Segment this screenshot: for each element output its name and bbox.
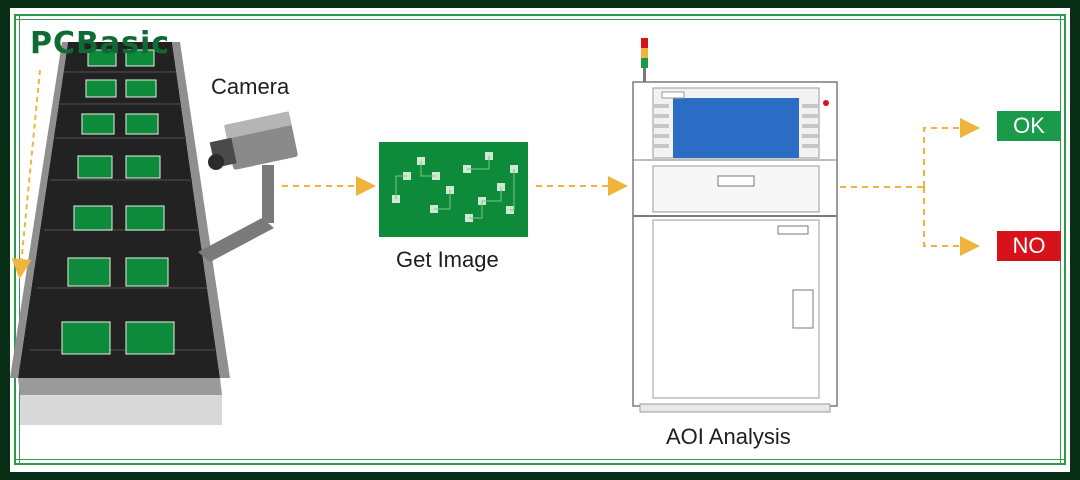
pcb-board-icon — [73, 205, 113, 231]
pcb-board-icon — [67, 257, 111, 287]
pcb-board-icon — [77, 155, 113, 179]
frame-line-top-2 — [14, 19, 1066, 20]
return-arrow — [11, 69, 41, 279]
result-branch-arrows — [840, 118, 980, 256]
camera-icon — [198, 111, 298, 262]
pcb-boards-on-belt — [61, 49, 175, 355]
conveyor-belt — [10, 42, 230, 425]
frame-line-left-2 — [19, 14, 20, 465]
get-image-label: Get Image — [396, 247, 499, 272]
captured-image-pcb — [379, 142, 528, 237]
frame-line-top — [14, 14, 1066, 16]
aoi-analysis-label: AOI Analysis — [666, 424, 791, 449]
pcb-board-icon — [61, 321, 111, 355]
ok-badge: OK — [997, 111, 1061, 141]
pcbasic-logo: PCBasic — [30, 26, 171, 61]
pcb-board-icon — [125, 321, 175, 355]
pcb-board-icon — [125, 257, 169, 287]
frame-line-bottom-2 — [14, 459, 1066, 460]
pcb-board-icon — [87, 49, 117, 67]
pcb-board-icon — [81, 113, 115, 135]
pcb-board-icon — [125, 155, 161, 179]
camera-label: Camera — [211, 74, 290, 99]
frame-line-bottom — [14, 463, 1066, 465]
pcb-board-icon — [125, 49, 155, 67]
frame-line-left — [14, 14, 16, 465]
no-badge: NO — [997, 231, 1061, 261]
pcb-board-icon — [125, 113, 159, 135]
pcb-board-icon — [125, 205, 165, 231]
signal-light-icon — [641, 38, 648, 82]
pcb-board-icon — [85, 79, 117, 98]
frame-line-right — [1064, 14, 1066, 465]
aoi-machine-icon — [632, 81, 838, 413]
pcb-board-icon — [125, 79, 157, 98]
